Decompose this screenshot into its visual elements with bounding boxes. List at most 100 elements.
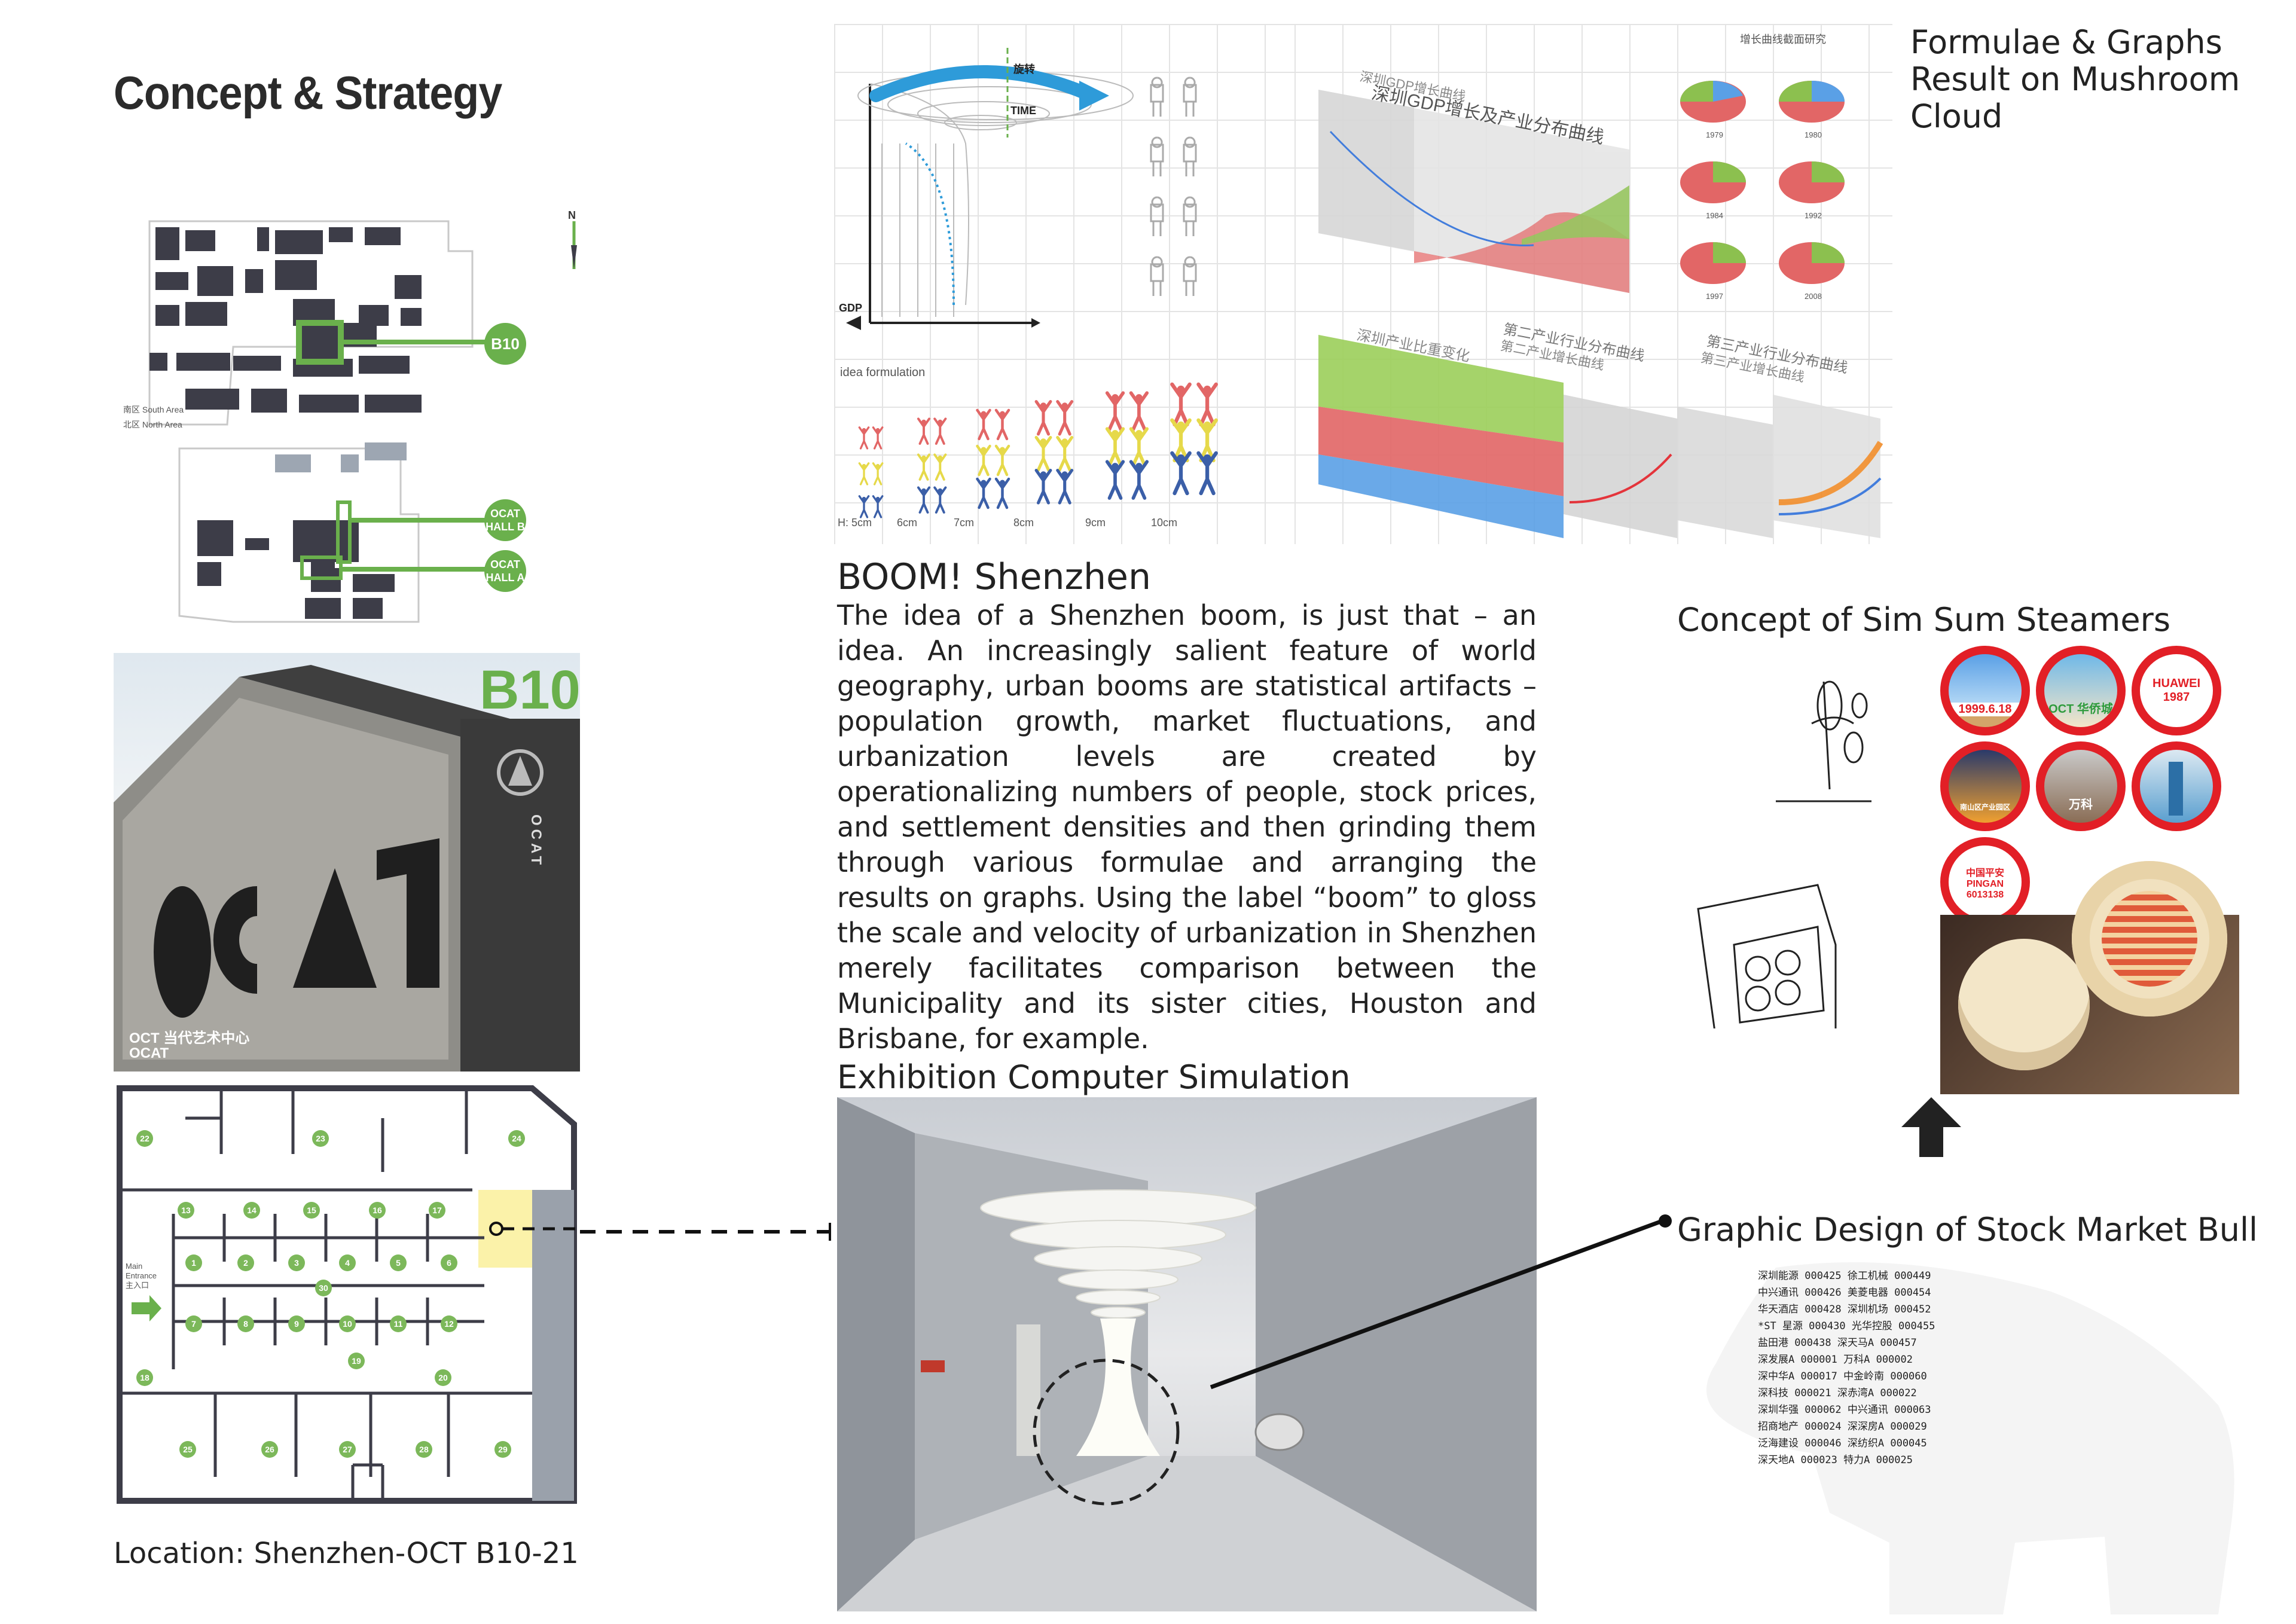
ticker-line: 泛海建设 000046 深纺织A 000045	[1758, 1437, 1927, 1449]
room-marker[interactable]: 9	[288, 1315, 305, 1332]
brand-icon-label: 1999.6.18	[1949, 703, 2022, 716]
room-marker[interactable]: 6	[441, 1254, 457, 1271]
person-icon	[1056, 469, 1074, 505]
person-outline-icon	[1150, 77, 1164, 117]
ticker-line: 深中华A 000017 中金岭南 000060	[1758, 1370, 1927, 1382]
height-label: 8cm	[1013, 517, 1034, 529]
brand-icon-label: 中国平安 PINGAN 6013138	[1965, 868, 2004, 900]
brand-icon-label: OCT 华侨城	[2048, 703, 2113, 716]
room-marker[interactable]: 14	[243, 1202, 260, 1219]
room-marker[interactable]: 20	[435, 1369, 451, 1386]
person-icon	[1129, 391, 1149, 431]
room-marker[interactable]: 12	[441, 1315, 457, 1332]
idea-formulation-label: idea formulation	[840, 366, 926, 379]
person-icon	[976, 477, 991, 509]
mushroom-diagram	[846, 48, 1134, 330]
brand-icon-label: HUAWEI 1987	[2152, 677, 2200, 704]
ticker-line: 深圳华强 000062 中兴通讯 000063	[1758, 1404, 1931, 1416]
room-marker[interactable]: 3	[288, 1254, 305, 1271]
floor-plan: Main Entrance 主入口 22 23 24 13 14 15 16 1…	[114, 1082, 580, 1513]
brand-icon-vanke[interactable]: 万科	[2036, 741, 2126, 831]
room-marker[interactable]: 18	[136, 1369, 153, 1386]
bull-graphic: 深圳能源 000425 徐工机械 000449 中兴通讯 000426 美菱电器…	[1692, 1256, 2242, 1614]
ticker-line: 深发展A 000001 万科A 000002	[1758, 1354, 1913, 1366]
room-marker[interactable]: 10	[339, 1315, 356, 1332]
ticker-line: 深圳能源 000425 徐工机械 000449	[1758, 1270, 1931, 1282]
room-marker[interactable]: 19	[348, 1353, 365, 1369]
room-marker[interactable]: 27	[339, 1441, 356, 1458]
tower-shape	[2169, 762, 2183, 816]
person-icon	[1105, 391, 1125, 431]
person-outline-icon	[1183, 196, 1197, 236]
brand-icon-1999[interactable]: 1999.6.18	[1940, 646, 2030, 735]
room-marker[interactable]: 23	[312, 1130, 329, 1147]
bull-connector	[1210, 1214, 1672, 1390]
pie-year: 2008	[1805, 292, 1822, 301]
diagram-gdp-label: GDP	[839, 302, 863, 314]
ticker-line: 华天酒店 000428 深圳机场 000452	[1758, 1304, 1931, 1315]
north-area-label: 北区 North Area	[123, 420, 182, 429]
room-marker[interactable]: 28	[416, 1441, 432, 1458]
dashed-connector	[580, 1223, 831, 1241]
formulae-line1: Formulae & Graphs	[1910, 23, 2222, 61]
person-outline-icon	[1183, 256, 1197, 296]
room-marker[interactable]: 15	[303, 1202, 320, 1219]
person-icon	[976, 444, 991, 477]
person-icon	[872, 426, 884, 450]
brand-icons: 1999.6.18 OCT 华侨城 HUAWEI 1987 南山区产业园区 万科…	[1940, 646, 2239, 1094]
brand-icon-oct[interactable]: OCT 华侨城	[2036, 646, 2126, 735]
person-icon	[1196, 382, 1218, 427]
bull-silhouette	[1706, 1262, 2234, 1614]
room-marker[interactable]: 29	[494, 1441, 511, 1458]
pie-year: 1997	[1706, 292, 1723, 301]
person-icon	[933, 486, 947, 514]
steamer-sketches	[1697, 680, 1871, 1042]
brand-icon-nanshan[interactable]: 南山区产业园区	[1940, 741, 2030, 831]
room-marker[interactable]: 2	[237, 1254, 254, 1271]
room-marker[interactable]: 11	[390, 1315, 407, 1332]
room-marker[interactable]: 5	[390, 1254, 407, 1271]
brand-icon-tower[interactable]	[2132, 741, 2221, 831]
room-marker[interactable]: 17	[429, 1202, 445, 1219]
room-marker[interactable]: 25	[179, 1441, 196, 1458]
badge-b10[interactable]: B10	[484, 323, 526, 365]
diagram-rotate-label: 旋转	[1013, 63, 1035, 75]
room-marker[interactable]: 1	[185, 1254, 202, 1271]
room-marker[interactable]: 8	[237, 1315, 254, 1332]
badge-ocat-hall-b[interactable]: OCAT HALL B	[484, 499, 526, 541]
person-icon	[917, 453, 931, 481]
brand-icon-huawei[interactable]: HUAWEI 1987	[2132, 646, 2221, 735]
person-icon	[1056, 436, 1074, 472]
ticker-line: 盐田港 000438 深天马A 000457	[1758, 1337, 1917, 1349]
sim-sum-title: Concept of Sim Sum Steamers	[1677, 601, 2170, 639]
room-marker[interactable]: 4	[339, 1254, 356, 1271]
room-marker[interactable]: 7	[185, 1315, 202, 1332]
brand-icon-label: 南山区产业园区	[1959, 803, 2010, 811]
badge-ocat-hall-a-label: OCAT HALL A	[486, 558, 525, 584]
person-icon	[917, 486, 931, 514]
badge-ocat-hall-a[interactable]: OCAT HALL A	[484, 550, 526, 592]
person-icon	[1105, 460, 1125, 500]
height-label: H: 5cm	[838, 517, 872, 529]
pie-year: 1992	[1805, 211, 1822, 220]
steamer-interior	[2102, 891, 2197, 987]
room-marker[interactable]: 30	[315, 1280, 332, 1296]
badge-b10-label: B10	[491, 335, 520, 353]
brand-icon-pingan[interactable]: 中国平安 PINGAN 6013138	[1940, 837, 2030, 927]
room-marker[interactable]: 13	[178, 1202, 194, 1219]
person-icon	[1129, 460, 1149, 500]
ticker-line: 深天地A 000023 特力A 000025	[1758, 1454, 1913, 1466]
room-marker[interactable]: 16	[369, 1202, 386, 1219]
people-icons	[858, 77, 1218, 518]
boom-title: BOOM! Shenzhen	[837, 556, 1151, 598]
person-outline-icon	[1150, 196, 1164, 236]
height-label: 10cm	[1151, 517, 1178, 529]
entrance-label: Main Entrance 主入口	[126, 1262, 157, 1290]
charts-panel: 增长曲线截面研究 1979 1980 1984 1992 1997 2008 深…	[1294, 24, 1892, 544]
room-marker[interactable]: 22	[136, 1130, 153, 1147]
person-icon	[1034, 400, 1052, 436]
room-marker[interactable]: 26	[261, 1441, 278, 1458]
room-marker[interactable]: 24	[508, 1130, 525, 1147]
person-icon	[872, 495, 884, 518]
steamer-basket	[1958, 939, 2090, 1070]
